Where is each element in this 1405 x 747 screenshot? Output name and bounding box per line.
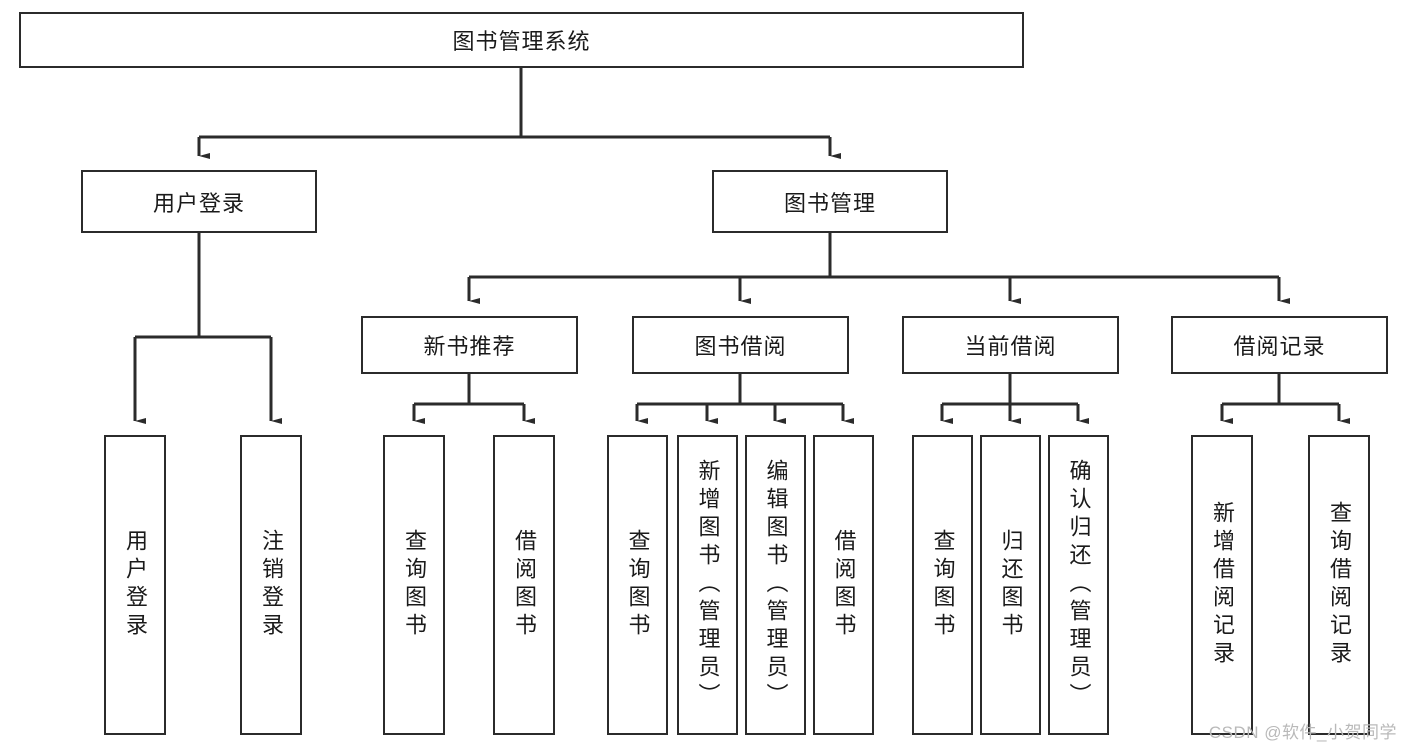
node-leaf-confirm-return-admin[interactable]: 确认归还（管理员）	[1048, 435, 1109, 735]
node-leaf-query-book-2[interactable]: 查询图书	[607, 435, 668, 735]
node-user-login[interactable]: 用户登录	[81, 170, 317, 233]
node-leaf-borrow-book-1[interactable]: 借阅图书	[493, 435, 555, 735]
node-leaf-logout[interactable]: 注销登录	[240, 435, 302, 735]
node-leaf-edit-book-admin-label: 编辑图书（管理员）	[763, 459, 789, 711]
node-leaf-user-login[interactable]: 用户登录	[104, 435, 166, 735]
node-new-book-recommend[interactable]: 新书推荐	[361, 316, 578, 374]
node-leaf-add-borrow-record[interactable]: 新增借阅记录	[1191, 435, 1253, 735]
node-borrow-records[interactable]: 借阅记录	[1171, 316, 1388, 374]
node-leaf-query-book-1-label: 查询图书	[402, 529, 427, 641]
node-leaf-add-book-admin[interactable]: 新增图书（管理员）	[677, 435, 738, 735]
node-leaf-query-book-3-label: 查询图书	[930, 529, 956, 641]
node-current-borrow-label: 当前借阅	[964, 334, 1057, 359]
node-leaf-confirm-return-admin-label: 确认归还（管理员）	[1066, 459, 1092, 711]
node-leaf-query-book-2-label: 查询图书	[625, 529, 651, 641]
node-leaf-query-book-3[interactable]: 查询图书	[912, 435, 973, 735]
node-leaf-borrow-book-2[interactable]: 借阅图书	[813, 435, 874, 735]
node-current-borrow[interactable]: 当前借阅	[902, 316, 1119, 374]
node-leaf-user-login-label: 用户登录	[123, 529, 148, 641]
node-leaf-query-borrow-record[interactable]: 查询借阅记录	[1308, 435, 1370, 735]
node-book-management[interactable]: 图书管理	[712, 170, 948, 233]
node-book-borrow-label: 图书借阅	[694, 334, 787, 359]
node-root-label: 图书管理系统	[452, 29, 591, 54]
node-leaf-return-book[interactable]: 归还图书	[980, 435, 1041, 735]
node-leaf-query-borrow-record-label: 查询借阅记录	[1327, 501, 1352, 669]
node-new-book-recommend-label: 新书推荐	[423, 334, 516, 359]
node-root[interactable]: 图书管理系统	[19, 12, 1024, 68]
node-book-borrow[interactable]: 图书借阅	[632, 316, 849, 374]
node-book-management-label: 图书管理	[783, 190, 876, 216]
node-leaf-logout-label: 注销登录	[259, 529, 284, 641]
node-leaf-add-borrow-record-label: 新增借阅记录	[1210, 501, 1235, 669]
watermark-text: CSDN @软件_小贺同学	[1208, 723, 1397, 742]
node-leaf-borrow-book-1-label: 借阅图书	[512, 529, 537, 641]
node-leaf-query-book-1[interactable]: 查询图书	[383, 435, 445, 735]
node-leaf-edit-book-admin[interactable]: 编辑图书（管理员）	[745, 435, 806, 735]
node-leaf-borrow-book-2-label: 借阅图书	[831, 529, 857, 641]
node-user-login-label: 用户登录	[152, 190, 245, 216]
node-borrow-records-label: 借阅记录	[1233, 334, 1326, 359]
node-leaf-return-book-label: 归还图书	[998, 529, 1024, 641]
node-leaf-add-book-admin-label: 新增图书（管理员）	[695, 459, 721, 711]
